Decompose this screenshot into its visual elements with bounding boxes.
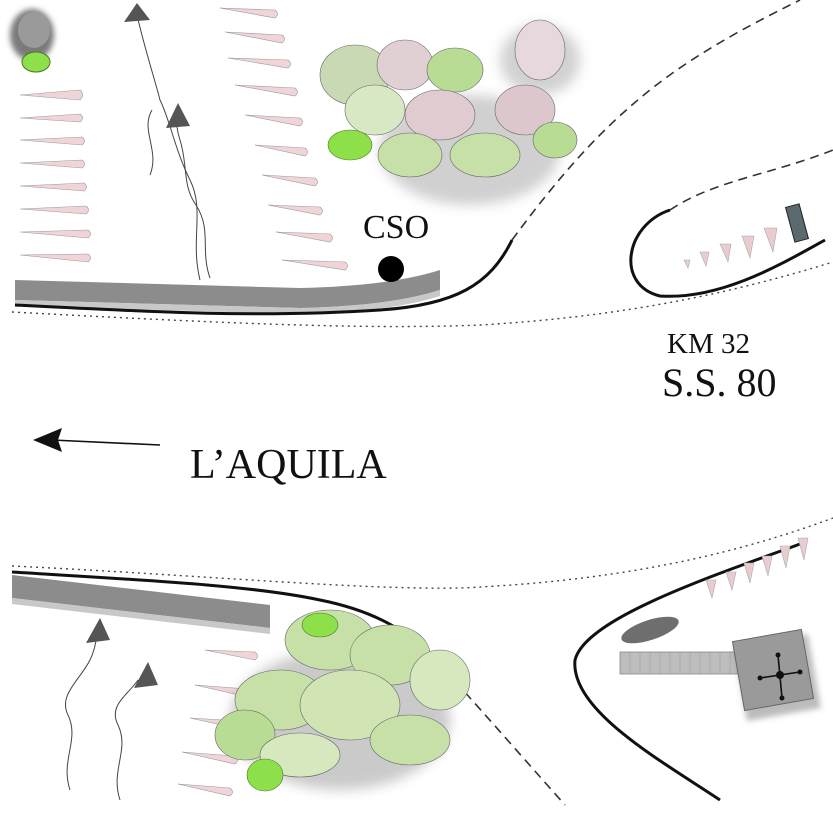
tree-cluster-icon (319, 19, 580, 205)
road-loop-top-right-dashed (669, 149, 833, 211)
tree-cluster-icon (214, 609, 471, 792)
road-loop-top-right (629, 208, 826, 298)
road-number-label: S.S. 80 (662, 360, 777, 405)
km-label: KM 32 (667, 328, 750, 360)
slope-ticks-left (19, 89, 91, 263)
well-icon (731, 628, 821, 722)
road-band-top (15, 270, 440, 308)
road-band-top-shadow (15, 290, 440, 314)
direction-label: L’AQUILA (190, 442, 387, 488)
road-centerline-bottom (11, 517, 833, 589)
slope-ticks-bottom-right (705, 537, 809, 600)
rock-icon (18, 12, 50, 48)
slope-ticks-middle (219, 7, 348, 271)
road-edge-top-dashed (511, 0, 801, 241)
building-icon (784, 203, 810, 243)
wind-arrow-icon (147, 109, 154, 176)
wind-arrow-icon (65, 618, 110, 791)
road-band-bottom (12, 575, 270, 628)
station-label: CSO (363, 209, 429, 246)
wind-arrow-icon (115, 662, 158, 801)
rock-icon (621, 616, 679, 644)
road-edge-top (14, 239, 514, 316)
slope-ticks-loop-top (683, 227, 778, 269)
direction-arrow-left-icon (33, 428, 161, 452)
road-band-bottom-shadow (12, 598, 270, 634)
wind-arrow-icon (166, 103, 211, 279)
road-loop-bottom-right (573, 541, 804, 802)
station-marker (378, 256, 404, 282)
wind-arrow-icon (124, 3, 201, 281)
tree-cluster-icon (21, 51, 51, 73)
